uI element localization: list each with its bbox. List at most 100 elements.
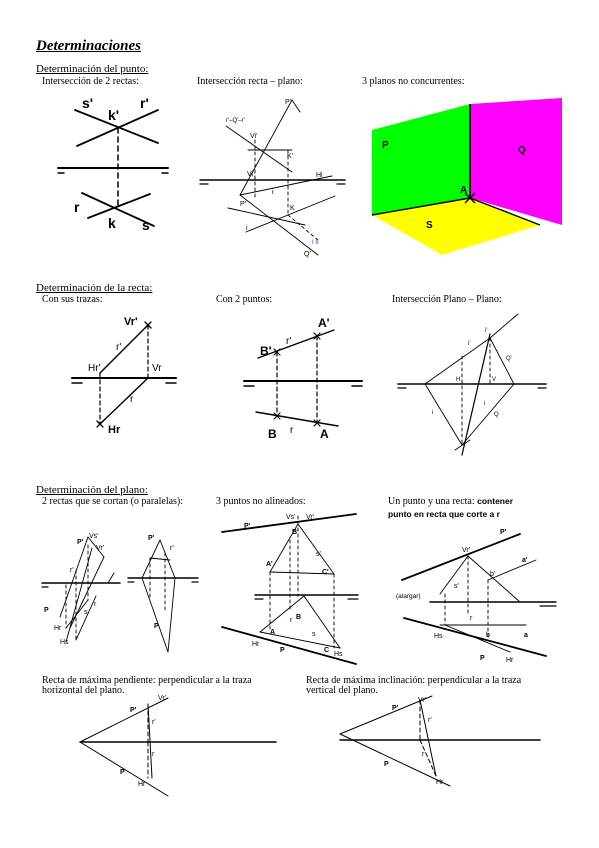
label-s1-pr: s' xyxy=(454,583,459,590)
label-r1-trazas: r' xyxy=(116,342,121,353)
label-p-mp: P xyxy=(120,769,125,776)
label-p1-3p: P' xyxy=(244,523,251,530)
label-p-par: P xyxy=(154,623,159,630)
caption-interseccion-recta-plano: Intersección recta – plano: xyxy=(197,76,303,87)
label-plane-q: Q xyxy=(518,145,526,156)
label-c-3p: C xyxy=(324,647,329,654)
label-r-mi: r xyxy=(422,751,425,758)
section-heading-plano: Determinación del plano: xyxy=(36,484,148,496)
label-hi-rp: Hi xyxy=(316,172,323,179)
label-p-3p: P xyxy=(280,647,285,654)
diagram-interseccion-2-rectas xyxy=(57,109,169,227)
label-r1-mi: r' xyxy=(428,717,432,724)
label-vr-mi: Vr' xyxy=(418,697,426,704)
diagram-maxima-inclinacion xyxy=(339,695,541,787)
label-vr-mp: Vr' xyxy=(158,695,166,702)
diagram-2-rectas-cortan xyxy=(41,536,121,643)
label-p1-rp: P' xyxy=(285,99,291,106)
label-ii-rp: I II xyxy=(312,240,319,246)
label-s: s xyxy=(142,217,150,233)
diagram-2-rectas-paralelas xyxy=(127,539,199,653)
label-hr-mi: Hr xyxy=(436,779,444,786)
label-r-trazas: r xyxy=(130,394,134,405)
label-q1-pp: Q' xyxy=(506,356,512,362)
label-i1b-pp: i' xyxy=(485,328,487,334)
label-b-3p: B xyxy=(296,614,301,621)
label-r1-puntos: r' xyxy=(286,336,291,347)
label-p-rp: P' xyxy=(240,201,246,208)
label-hs-2r: Hs xyxy=(60,639,69,646)
caption-maxima-pendiente-b: horizontal del plano. xyxy=(42,685,125,696)
label-r-3p: r xyxy=(290,617,293,624)
label-p-mi: P xyxy=(384,761,389,768)
label-alargar-pr: (alargar) xyxy=(396,593,421,600)
label-a-pr: a xyxy=(524,632,528,639)
label-p1-pr: P' xyxy=(500,529,507,536)
label-plane-p: P xyxy=(382,140,389,151)
label-i2-rp: i xyxy=(246,225,248,232)
plane-p xyxy=(372,104,470,215)
label-p1-2r: P' xyxy=(77,539,84,546)
label-vr-2r: Vr' xyxy=(96,545,104,552)
label-i-pp: i xyxy=(432,410,433,416)
label-b-puntos: B xyxy=(268,427,277,441)
label-p1-mp: P' xyxy=(130,707,137,714)
label-q-pp: Q xyxy=(494,412,499,418)
label-b1-puntos: B' xyxy=(260,344,272,358)
caption-punto-recta-c: punto en recta que corte a r xyxy=(388,509,500,519)
section-heading-punto: Determinación del punto: xyxy=(36,63,149,75)
caption-con-trazas: Con sus trazas: xyxy=(42,294,103,305)
label-r1-2r: r' xyxy=(70,567,74,574)
label-r: r xyxy=(74,199,80,215)
label-hr-pr: Hr xyxy=(506,657,514,664)
caption-maxima-pendiente: Recta de máxima pendiente: perpendicular… xyxy=(42,675,252,686)
diagram-con-trazas xyxy=(71,321,177,428)
section-heading-recta: Determinación de la recta: xyxy=(36,282,153,294)
label-a1-pr: a' xyxy=(522,557,528,564)
label-r-puntos: r xyxy=(290,425,294,436)
label-r-pr: r xyxy=(470,615,473,622)
label-c1-3p: C' xyxy=(322,569,329,576)
caption-interseccion-rectas: Intersección de 2 rectas: xyxy=(42,76,139,87)
label-hr-2r: Hr xyxy=(54,625,62,632)
label-r-2r: r xyxy=(94,601,97,608)
label-hr-3p: Hr xyxy=(252,641,260,648)
plane-q xyxy=(470,98,562,225)
label-hs-pr: Hs xyxy=(434,633,443,640)
label-v-pp: V xyxy=(492,377,496,383)
caption-maxima-inclinacion: Recta de máxima inclinación: perpendicul… xyxy=(306,675,522,686)
label-r1-mp: r' xyxy=(152,719,156,726)
label-a1-puntos: A' xyxy=(318,316,330,330)
label-q-rp: Q' xyxy=(304,251,311,258)
label-p-2r: P xyxy=(44,607,49,614)
label-h-pp: H xyxy=(456,377,460,383)
caption-punto-recta-b: contener xyxy=(477,496,514,506)
label-k: k xyxy=(108,215,116,231)
diagram-3-puntos xyxy=(221,513,359,665)
caption-2-rectas: 2 rectas que se cortan (o paralelas): xyxy=(42,496,184,507)
label-s1-3p: s' xyxy=(316,551,321,558)
label-vi-rp: Vi xyxy=(247,171,254,178)
label-vr-pr: Vr' xyxy=(462,547,470,554)
label-vr-trazas: Vr xyxy=(152,363,162,374)
label-b1-3p: B' xyxy=(292,529,299,536)
label-hr-mp: Hr xyxy=(138,781,146,788)
label-r-mp: r xyxy=(152,751,155,758)
label-k-rp: K xyxy=(290,205,295,212)
label-r1: r' xyxy=(140,95,149,111)
label-s-3p: s xyxy=(312,631,316,638)
label-a1-3p: A' xyxy=(266,561,273,568)
caption-con-2-puntos: Con 2 puntos: xyxy=(216,294,273,305)
diagram-punto-recta xyxy=(401,533,557,657)
diagram-con-2-puntos xyxy=(243,329,363,427)
caption-punto-recta: Un punto y una recta: contener xyxy=(388,497,513,507)
caption-3-planos: 3 planos no concurrentes: xyxy=(362,76,465,87)
label-k1-rp: K' xyxy=(287,153,293,160)
label-s1: s' xyxy=(82,95,93,111)
label-i1-pp: i' xyxy=(468,341,470,347)
label-a-puntos: A xyxy=(320,427,329,441)
label-p1-mi: P' xyxy=(392,705,399,712)
label-b1-pr: b' xyxy=(490,571,495,578)
label-p1-par: P' xyxy=(148,535,155,542)
